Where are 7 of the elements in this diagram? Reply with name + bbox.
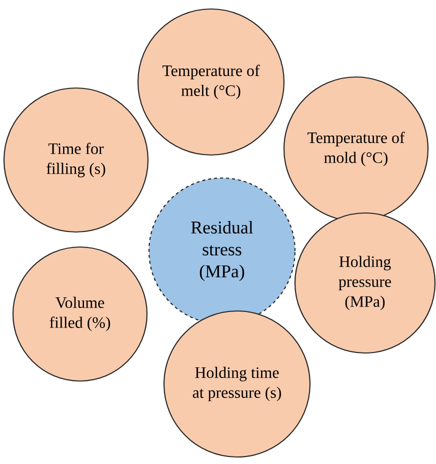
circle-node: Volume filled (%): [12, 246, 148, 382]
circle-node: Holding time at pressure (s): [163, 310, 311, 458]
circle-node: Time for filling (s): [3, 87, 149, 233]
circle-node: Temperature of mold (°C): [283, 76, 429, 222]
circle-node: Temperature of melt (°C): [137, 8, 285, 156]
circle-node: Residual stress (MPa): [148, 177, 296, 325]
circle-node: Holding pressure (MPa): [294, 212, 436, 354]
